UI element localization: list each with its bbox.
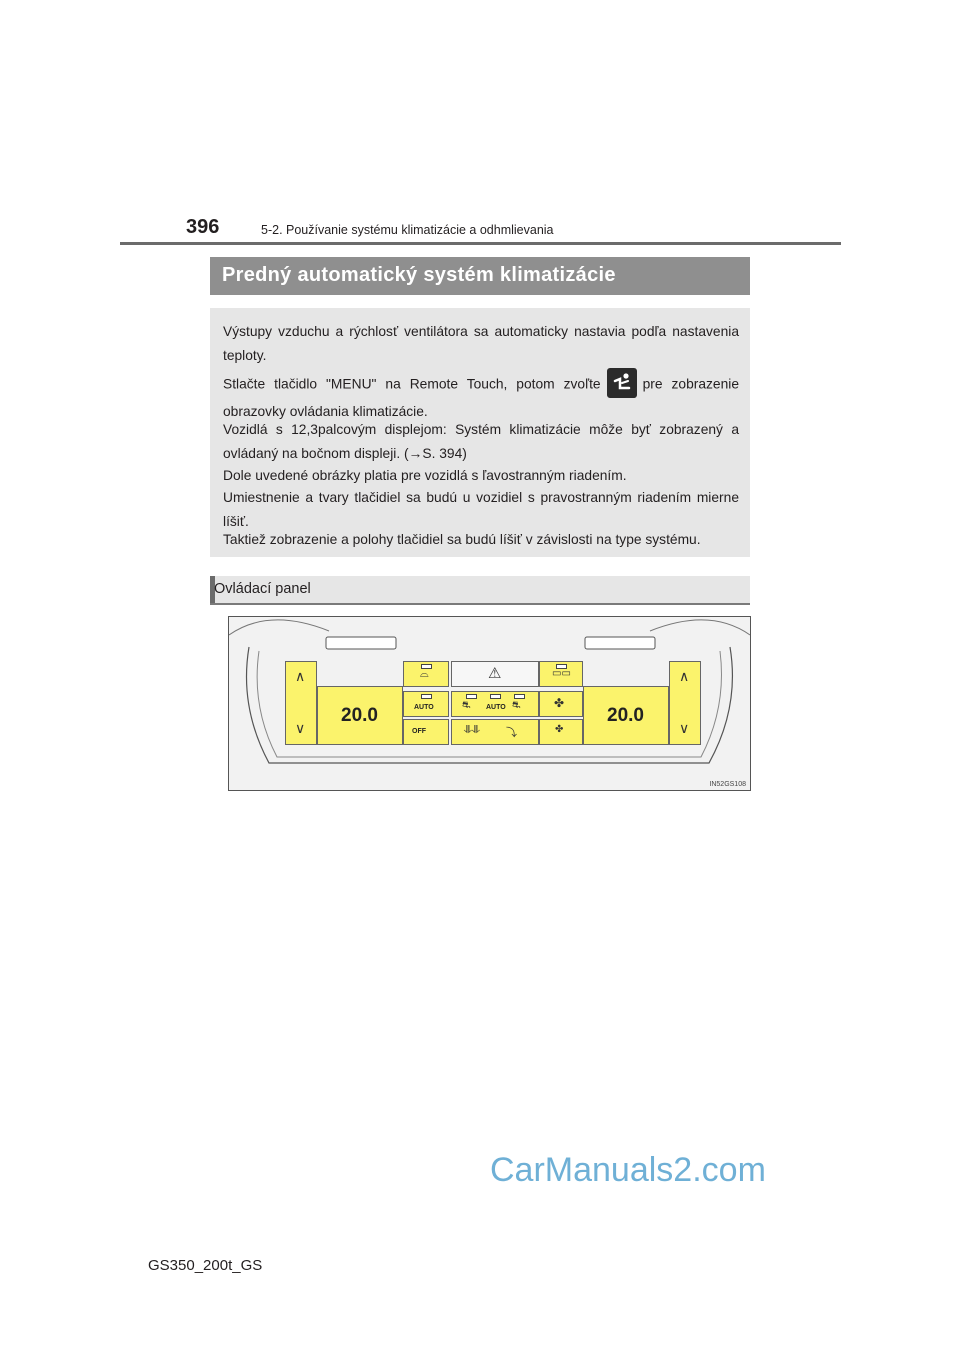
- left-temp-display[interactable]: 20.0: [317, 686, 403, 745]
- airflow-feet-icon: ⤵: [506, 727, 517, 739]
- subsection-title: Ovládací panel: [214, 581, 311, 597]
- header-divider: [120, 242, 841, 245]
- left-temp-down-icon: ∨: [295, 720, 306, 736]
- climate-icon: [606, 368, 637, 398]
- info-paragraph-2-end: pre zobrazenie obrazovky ovládania klima…: [223, 376, 739, 419]
- air-intake-auto-label: AUTO: [486, 704, 506, 711]
- info-box: Výstupy vzduchu a rýchlosť ventilátora s…: [210, 308, 750, 557]
- info-paragraph-6: Taktiež zobrazenie a polohy tlačidiel sa…: [223, 532, 701, 547]
- recirculation-indicator: [466, 694, 477, 699]
- info-paragraph-2-start: Stlačte tlačidlo "MENU" na Remote Touch,…: [223, 376, 601, 392]
- watermark: CarManuals2.com: [490, 1151, 766, 1189]
- info-paragraph-1: Výstupy vzduchu a rýchlosť ventilátora s…: [223, 324, 739, 363]
- right-temp-down-icon: ∨: [679, 720, 690, 736]
- air-intake-button[interactable]: ⛐ AUTO ⛐: [451, 691, 539, 717]
- auto-indicator: [421, 694, 432, 699]
- right-temp-up-icon: ∧: [679, 668, 690, 684]
- info-paragraph-5: Umiestnenie a tvary tlačidiel sa budú u …: [223, 490, 739, 529]
- left-temp-arrows[interactable]: ∧ ∨: [285, 661, 317, 745]
- section-banner: Predný automatický systém klimatizácie: [210, 257, 750, 295]
- left-temp-value: 20.0: [341, 705, 378, 726]
- off-button[interactable]: OFF: [403, 719, 449, 745]
- subsection-marker: [210, 576, 215, 603]
- fan-low-icon: ✤: [555, 724, 564, 735]
- info-paragraph-4: Dole uvedené obrázky platia pre vozidlá …: [223, 468, 627, 483]
- fan-up-button[interactable]: ✤: [539, 691, 583, 717]
- front-defroster-indicator: [421, 664, 432, 669]
- front-defroster-icon: ⌓: [420, 668, 429, 680]
- figure-code: IN52GS108: [709, 781, 746, 788]
- right-temp-arrows[interactable]: ∧ ∨: [669, 661, 701, 745]
- chapter-title: 5-2. Používanie systému klimatizácie a o…: [261, 223, 554, 237]
- control-panel-figure: ∧ ∨ 20.0 ⌓ ⚠ ▭▭ AUTO ⛐ AUTO ⛐ ✤ OFF ⥥⥥ ⤵…: [228, 616, 751, 791]
- page-number: 396: [186, 216, 220, 238]
- subsection-heading: Ovládací panel: [210, 576, 750, 605]
- rear-defogger-icon: ▭▭: [552, 668, 571, 679]
- airflow-mode-icon: ⥥⥥: [464, 724, 480, 736]
- fan-high-icon: ✤: [554, 696, 565, 710]
- air-outlet-mode-button[interactable]: ⥥⥥ ⤵: [451, 719, 539, 745]
- section-title: Predný automatický systém klimatizácie: [222, 264, 616, 286]
- fan-down-button[interactable]: ✤: [539, 719, 583, 745]
- rear-defogger-button[interactable]: ▭▭: [539, 661, 583, 687]
- info-paragraph-2: Stlačte tlačidlo "MENU" na Remote Touch,…: [223, 368, 739, 424]
- footer-model: GS350_200t_GS: [148, 1257, 263, 1274]
- fresh-air-icon: ⛐: [512, 700, 521, 711]
- front-defroster-button[interactable]: ⌓: [403, 661, 449, 687]
- panel-outline-drawing: [229, 619, 750, 764]
- fresh-air-indicator: [514, 694, 525, 699]
- hazard-button[interactable]: ⚠: [451, 661, 539, 687]
- auto-label: AUTO: [414, 704, 434, 711]
- right-temp-value: 20.0: [607, 705, 644, 726]
- off-label: OFF: [412, 728, 426, 735]
- auto-button[interactable]: AUTO: [403, 691, 449, 717]
- left-temp-up-icon: ∧: [295, 668, 306, 684]
- info-paragraph-3: Vozidlá s 12,3palcovým displejom: Systém…: [223, 422, 739, 461]
- right-temp-display[interactable]: 20.0: [583, 686, 669, 745]
- recirculation-icon: ⛐: [462, 700, 471, 711]
- hazard-icon: ⚠: [488, 665, 502, 682]
- air-intake-auto-indicator: [490, 694, 501, 699]
- rear-defogger-indicator: [556, 664, 567, 669]
